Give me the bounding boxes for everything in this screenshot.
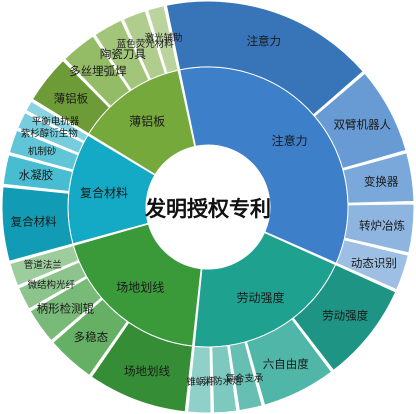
outer-segment (64, 35, 131, 108)
outer-segment (94, 19, 150, 91)
outer-segment (1, 186, 74, 262)
outer-segment-label: 劳动强度 (322, 309, 368, 323)
outer-segment-label: 激光辅助 (145, 32, 183, 44)
outer-segment (17, 112, 85, 154)
inner-segment-label: 复合材料 (80, 185, 128, 200)
outer-segment-label: 管道法兰 (24, 259, 62, 271)
outer-segment-label: 机制砂 (28, 146, 57, 158)
outer-segment-label: 变换器 (364, 174, 399, 188)
outer-segment-label: 场地划线 (124, 364, 170, 378)
outer-segment-label: 蓝色荧光材料 (117, 38, 175, 50)
outer-segment-label: 动态识别 (351, 256, 397, 270)
outer-segment-label: 平衡电抗器 (32, 115, 80, 127)
outer-segment (90, 321, 194, 413)
outer-segment (31, 59, 111, 135)
outer-segment (292, 264, 397, 372)
inner-segment-label: 薄铝板 (129, 114, 165, 129)
outer-segment-label: 注意力 (247, 34, 282, 48)
outer-segment-label: 柄形检测辊 (37, 301, 95, 315)
outer-segment (52, 298, 129, 377)
outer-segment (211, 345, 238, 414)
outer-segment-label: 消防水炮 (204, 376, 243, 388)
outer-segment-label: 复合支承 (225, 373, 264, 385)
outer-segment (165, 0, 364, 116)
outer-segment-label: 转炉冶炼 (359, 218, 405, 232)
outer-segment (9, 244, 80, 287)
outer-segment (25, 100, 89, 143)
outer-segment-label: 六自由度 (263, 357, 309, 371)
outer-segment (335, 239, 409, 291)
outer-segment-label: 复合材料 (11, 215, 57, 229)
outer-segment-label: 水凝胶 (19, 168, 54, 182)
outer-segment-label: 多丝埋弧焊 (69, 64, 127, 78)
outer-segment-label: 双臂机器人 (333, 117, 391, 131)
outer-segment-label: 紫杉醇衍生物 (21, 128, 79, 140)
outer-segment (146, 5, 179, 74)
outer-segment (245, 318, 333, 406)
outer-segment-label: 多稳态 (74, 330, 109, 344)
outer-segment (342, 152, 415, 204)
outer-segment (313, 72, 407, 170)
outer-segment (228, 341, 263, 412)
labels: 注意力注意力双臂机器人变换器转炉冶炼动态识别劳动强度劳动强度六自由度复合支承消防… (11, 32, 406, 388)
outer-segment (2, 154, 74, 193)
center-hole (146, 145, 270, 269)
outer-segment-label: 微结构光纤 (27, 279, 75, 291)
inner-ring (67, 66, 349, 348)
outer-segment (343, 203, 415, 254)
outer-segment (122, 10, 166, 81)
inner-segment-label: 场地划线 (116, 280, 164, 294)
inner-segment-label: 劳动强度 (236, 290, 284, 305)
outer-segment-label: 薄铝板 (54, 91, 89, 105)
outer-segment-label: 锥蜗杆 (186, 376, 215, 388)
center-label: 发明授权专利 (144, 197, 271, 221)
inner-segment-label: 注意力 (272, 133, 308, 148)
outer-segment (187, 345, 212, 414)
outer-segment (8, 129, 79, 171)
outer-segment (29, 277, 103, 342)
outer-segment (17, 261, 88, 310)
outer-segment-label: 陶瓷刀具 (100, 47, 146, 61)
